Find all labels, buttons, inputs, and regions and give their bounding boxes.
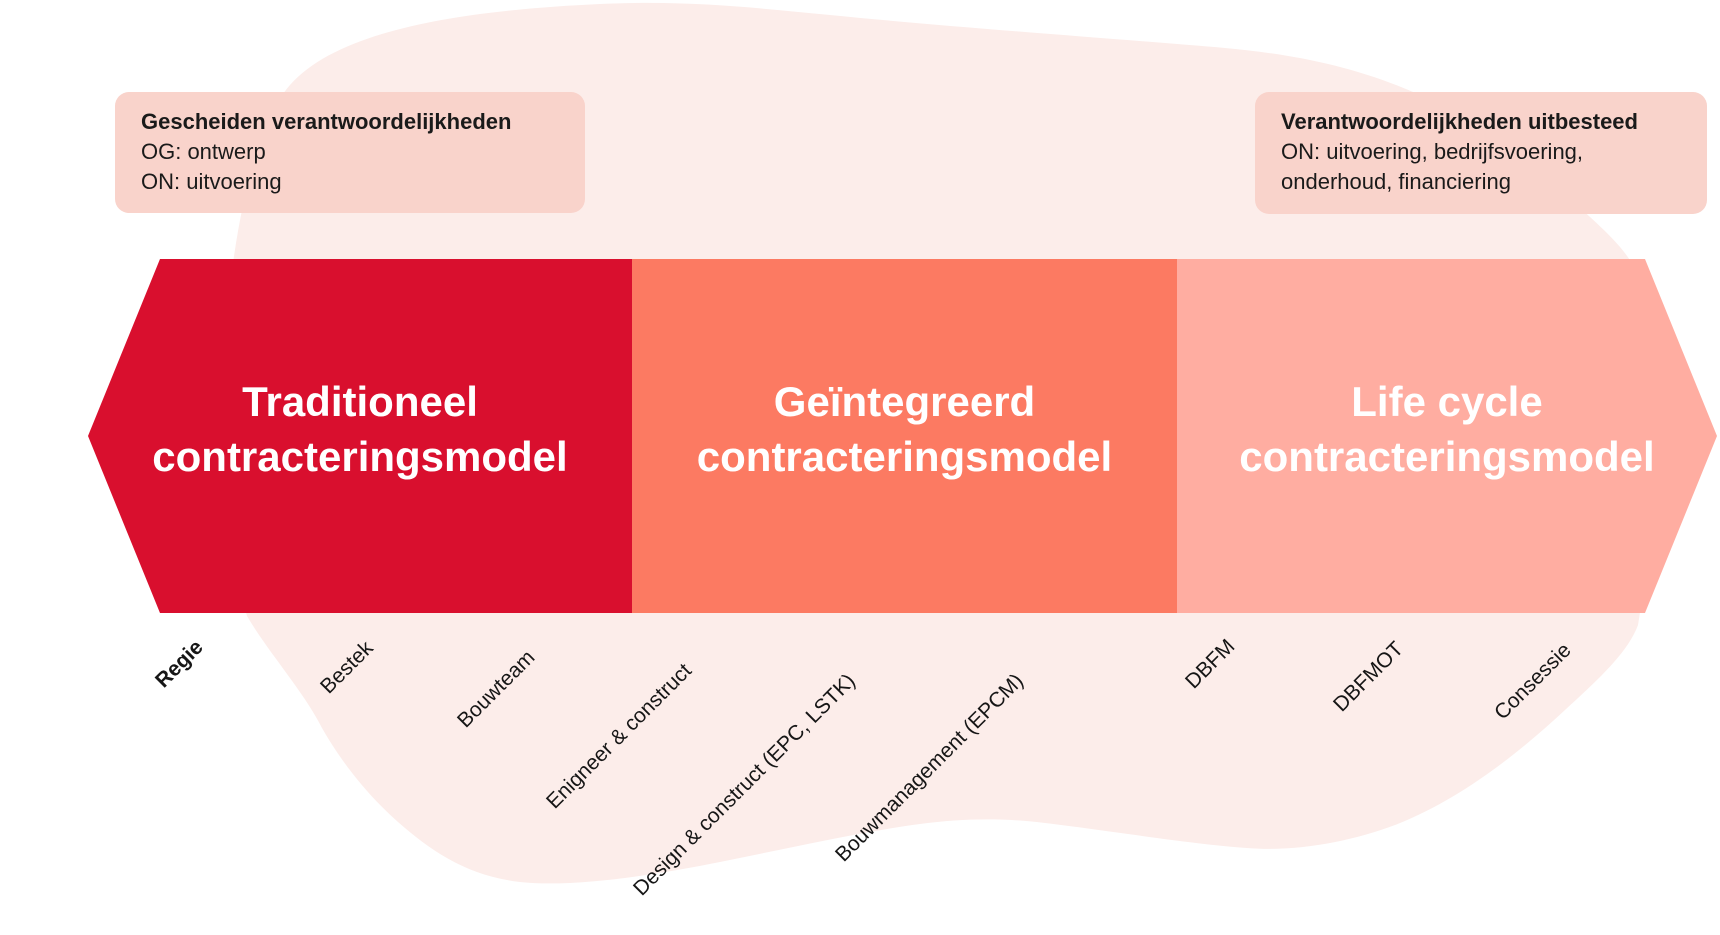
section-title-line1: Life cycle <box>1351 377 1543 425</box>
arrow-band: Traditioneel contracteringsmodel Geïnteg… <box>88 259 1717 613</box>
section-life-cycle: Life cycle contracteringsmodel <box>1177 259 1717 613</box>
callout-line: OG: ontwerp <box>141 139 266 164</box>
section-title-line1: Traditioneel <box>242 377 478 425</box>
section-title-line2: contracteringsmodel <box>1239 433 1655 480</box>
section-title-line2: contracteringsmodel <box>152 433 568 480</box>
callout-line: ON: uitvoering <box>141 169 282 194</box>
section-geintegreerd: Geïntegreerd contracteringsmodel <box>632 259 1177 613</box>
callout-line: ON: uitvoering, bedrijfsvoering, <box>1281 139 1584 164</box>
section-title: Life cycle contracteringsmodel <box>1239 374 1654 499</box>
callout-separated-responsibilities: Gescheiden verantwoordelijkheden OG: ont… <box>115 92 585 213</box>
section-title: Traditioneel contracteringsmodel <box>152 374 567 499</box>
section-traditioneel: Traditioneel contracteringsmodel <box>88 259 632 613</box>
callout-line: onderhoud, financiering <box>1281 169 1511 194</box>
callout-outsourced-responsibilities: Verantwoordelijkheden uitbesteed ON: uit… <box>1255 92 1707 214</box>
callout-title: Gescheiden verantwoordelijkheden <box>141 109 512 134</box>
callout-title: Verantwoordelijkheden uitbesteed <box>1281 109 1638 134</box>
section-title-line2: contracteringsmodel <box>696 433 1113 480</box>
section-title: Geïntegreerd contracteringsmodel <box>697 374 1112 499</box>
section-title-line1: Geïntegreerd <box>773 377 1036 425</box>
